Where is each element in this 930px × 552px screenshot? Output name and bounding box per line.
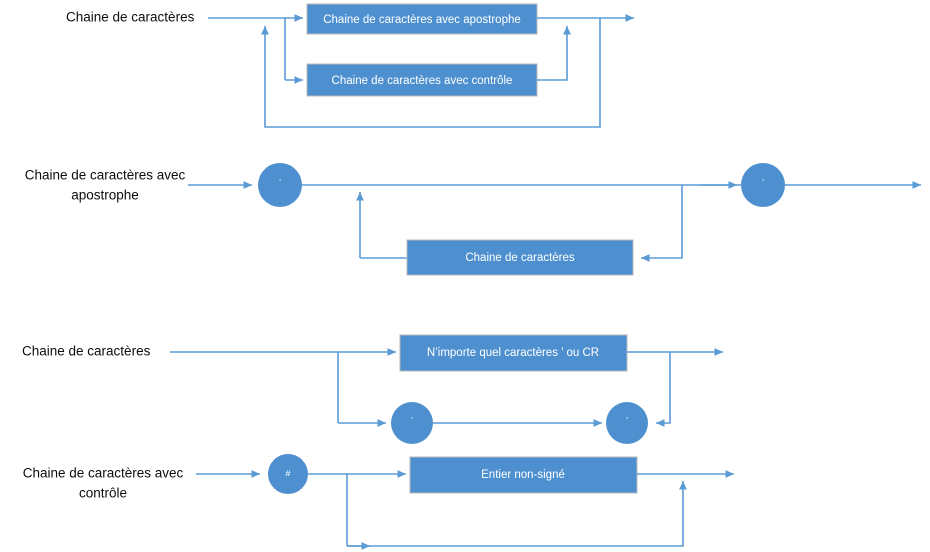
box-rect-entier-non-signe[interactable] (409, 456, 638, 494)
node-apostrophe-close[interactable]: ’ (741, 163, 785, 207)
node-circle-apostrophe-close[interactable] (741, 163, 785, 207)
node-label-apostrophe-left: ’ (411, 415, 413, 425)
box-rect-chaine-avec-controle[interactable] (306, 63, 538, 97)
box-chaine-de-caracteres[interactable]: Chaine de caractères (406, 239, 634, 276)
box-rect-chaine-de-caracteres[interactable] (406, 239, 634, 276)
node-apostrophe-open[interactable]: ’ (258, 163, 302, 207)
rule-label-chaine-de-caracteres: Chaine de caractères (66, 10, 195, 25)
node-circle-apostrophe-right[interactable] (606, 402, 648, 444)
loop-down-row2 (641, 185, 683, 262)
box-label-chaine-de-caracteres: Chaine de caractères (465, 252, 575, 264)
node-label-apostrophe-close: ’ (762, 177, 764, 187)
node-circle-apostrophe-left[interactable] (391, 402, 433, 444)
rule-label-chaine-avec-controle-line2: contrôle (79, 486, 127, 501)
node-label-apostrophe-open: ’ (279, 177, 281, 187)
box-entier-non-signe[interactable]: Entier non-signé (409, 456, 638, 494)
box-label-chaine-avec-apostrophe: Chaine de caractères avec apostrophe (323, 14, 521, 26)
node-hash[interactable]: # (268, 454, 308, 494)
bottom-loop-row4 (347, 481, 687, 547)
box-rect-chaine-avec-apostrophe[interactable] (306, 3, 538, 35)
node-label-apostrophe-right: ’ (626, 415, 628, 425)
rule-label-chaine-avec-apostrophe-line1: Chaine de caractères avec (25, 168, 186, 183)
box-chaine-avec-apostrophe[interactable]: Chaine de caractères avec apostrophe (306, 3, 538, 35)
box-label-nimporte-quel-caractere: N’importe quel caractères ’ ou CR (427, 347, 599, 359)
node-apostrophe-left[interactable]: ’ (391, 402, 433, 444)
node-apostrophe-right[interactable]: ’ (606, 402, 648, 444)
node-circle-hash[interactable] (268, 454, 308, 494)
box-chaine-avec-controle[interactable]: Chaine de caractères avec contrôle (306, 63, 538, 97)
box-label-entier-non-signe: Entier non-signé (481, 469, 565, 481)
box-rect-nimporte-quel-caractere[interactable] (399, 334, 628, 372)
node-circle-apostrophe-open[interactable] (258, 163, 302, 207)
rule-chaine-de-caracteres-top: Chaine de caractères Chaine de caractère… (66, 3, 634, 128)
rule-chaine-avec-apostrophe: Chaine de caractères avec apostrophe ’ C… (25, 163, 921, 276)
node-label-hash: # (285, 468, 290, 478)
box-label-chaine-avec-controle: Chaine de caractères avec contrôle (332, 75, 513, 87)
rule-label-chaine-de-caracteres-row3: Chaine de caractères (22, 344, 151, 359)
rule-label-chaine-avec-apostrophe-line2: apostrophe (71, 188, 139, 203)
rule-label-chaine-avec-controle-line1: Chaine de caractères avec (23, 466, 184, 481)
box-nimporte-quel-caractere[interactable]: N’importe quel caractères ’ ou CR (399, 334, 628, 372)
feedback-loop-row1 (261, 18, 601, 128)
rule-chaine-avec-controle: Chaine de caractères avec contrôle # Ent… (23, 454, 734, 550)
feedback-loop-row3 (656, 352, 671, 427)
exit-box2-row1 (537, 26, 571, 81)
rule-chaine-de-caracteres: Chaine de caractères N’importe quel cara… (22, 334, 723, 444)
